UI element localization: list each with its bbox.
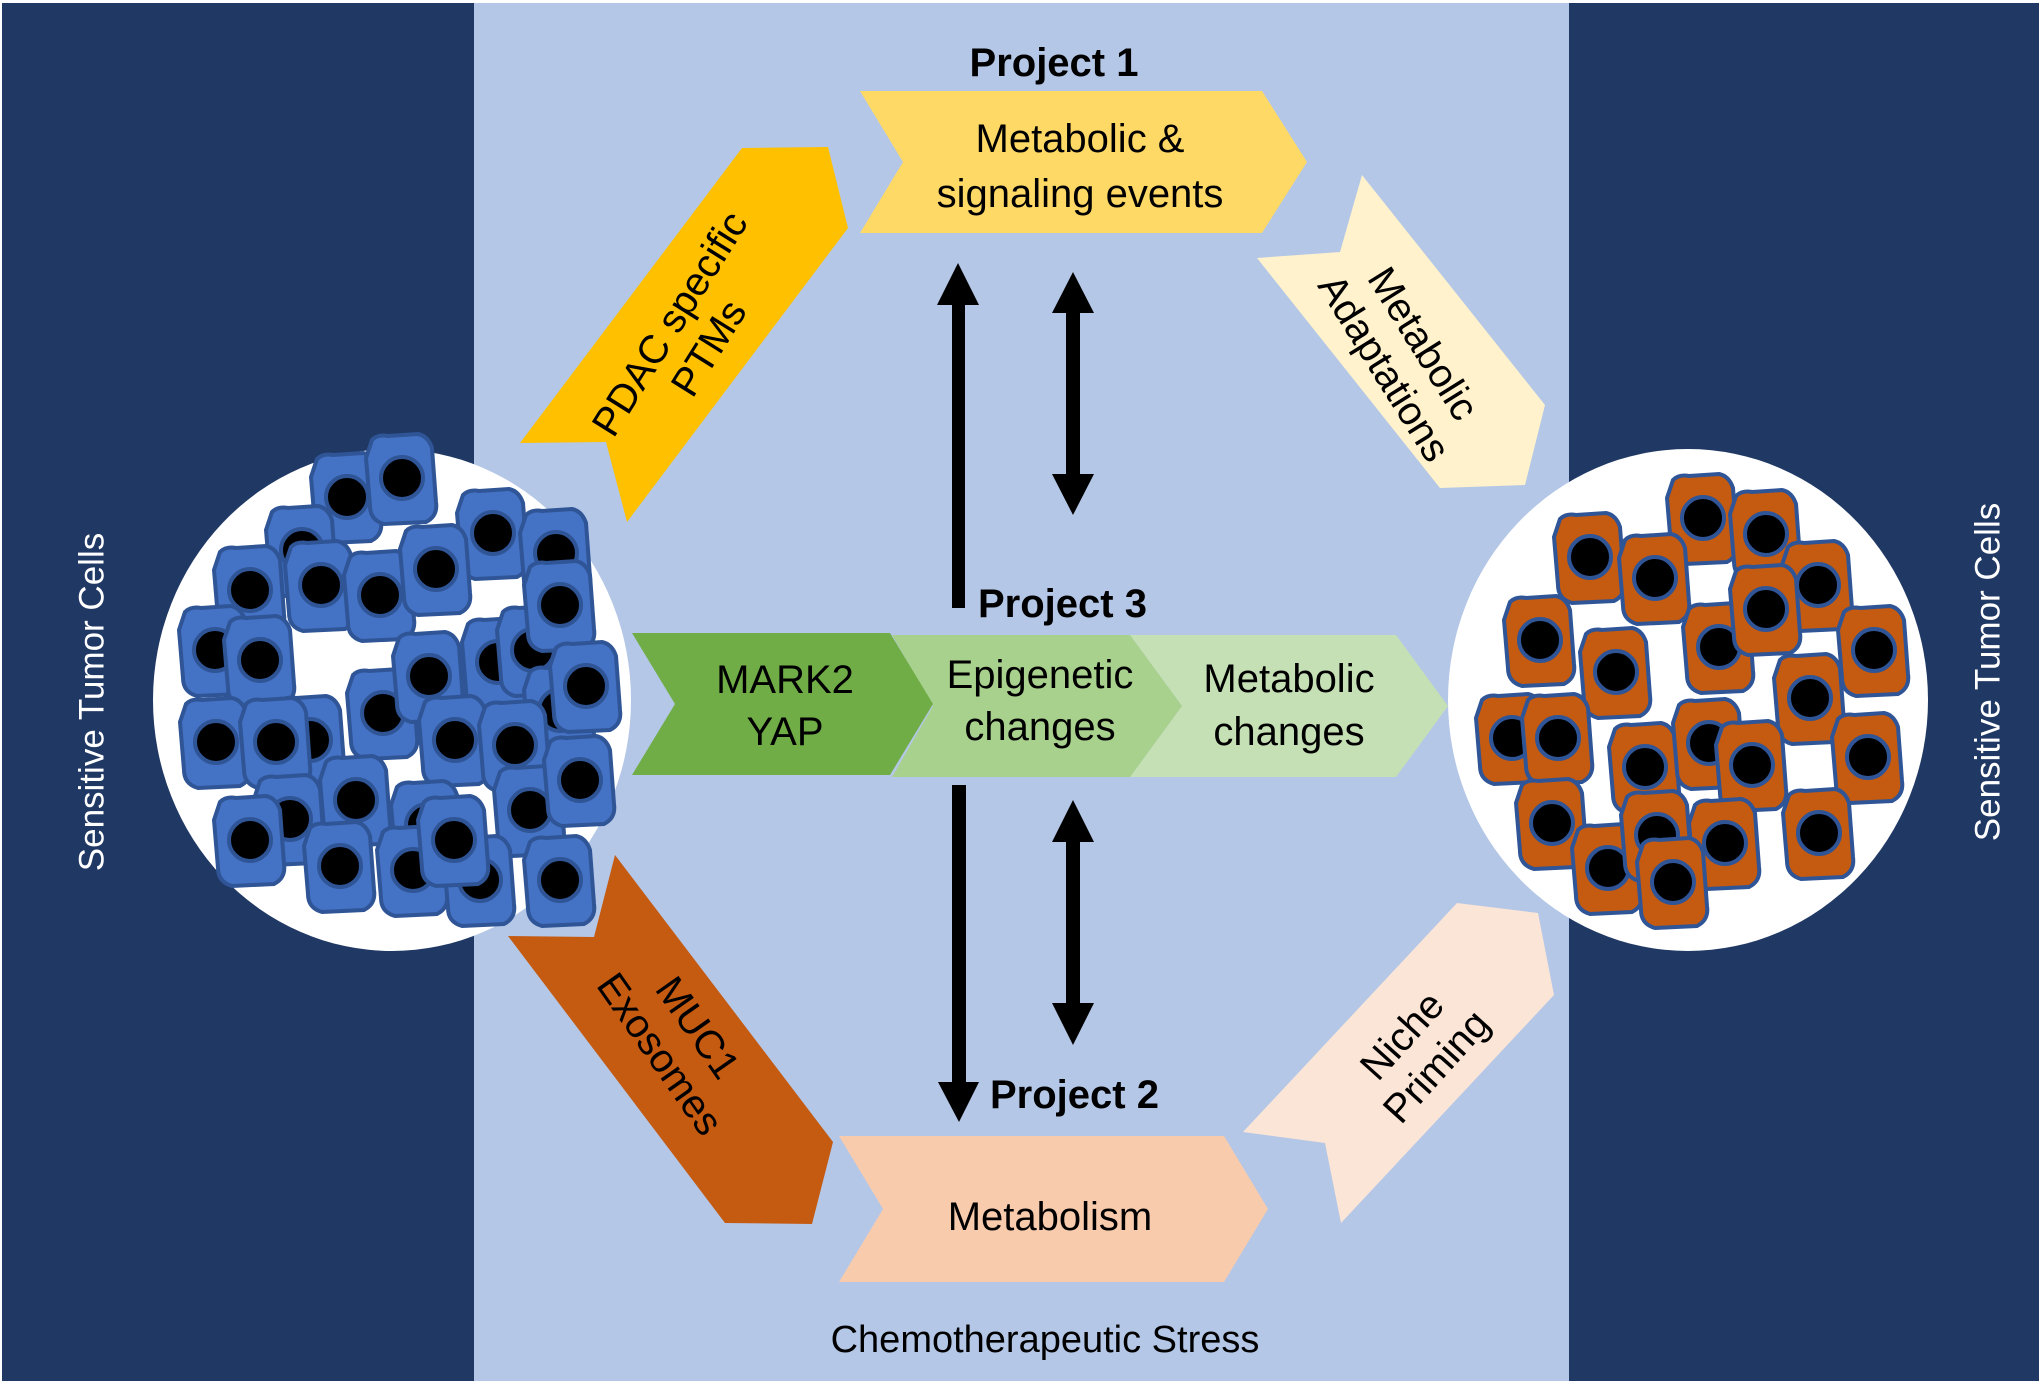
- pdac-ptms-arrow: [520, 147, 848, 522]
- sensitive-tumor-cell-icon: [363, 431, 439, 527]
- muc1-exosomes-arrow: [508, 855, 833, 1224]
- sensitive-tumor-cell-icon: [301, 819, 377, 915]
- epigenetic-chevron: [892, 635, 1182, 777]
- resistant-tumor-cell-icon: [1771, 651, 1847, 747]
- mark2-yap-chevron: [632, 633, 933, 775]
- resistant-tumor-cell-icon: [1780, 786, 1856, 882]
- left-side-label: Sensitive Tumor Cells: [72, 533, 111, 871]
- resistant-tumor-cell-icon: [1513, 776, 1589, 872]
- resistant-tumor-cell-icon: [1577, 625, 1653, 721]
- left-cell-cluster: [153, 431, 631, 951]
- mark2-line2: YAP: [746, 710, 823, 754]
- sensitive-tumor-cell-icon: [454, 486, 530, 582]
- resistant-tumor-cell-icon: [1551, 510, 1627, 606]
- right-cell-cluster: [1448, 449, 1928, 951]
- project2-title: Project 2: [990, 1073, 1159, 1117]
- project1-chevron: [860, 91, 1307, 233]
- metabolism-label: Metabolism: [948, 1195, 1153, 1239]
- sensitive-tumor-cell-icon: [282, 538, 358, 634]
- metabolic-changes-line2: changes: [1213, 710, 1364, 754]
- sensitive-tumor-cell-icon: [221, 613, 297, 709]
- resistant-tumor-cell-icon: [1835, 603, 1911, 699]
- sensitive-tumor-cell-icon: [491, 763, 567, 859]
- sensitive-tumor-cell-icon: [341, 548, 417, 644]
- resistant-tumor-cell-icon: [1664, 471, 1740, 567]
- resistant-tumor-cell-icon: [1713, 718, 1789, 814]
- project1-box-line1: Metabolic &: [976, 117, 1185, 161]
- sensitive-tumor-cell-icon: [177, 695, 253, 791]
- resistant-tumor-cell-icon: [1616, 531, 1692, 627]
- sensitive-tumor-cell-icon: [547, 639, 623, 735]
- double-arrow-icon: [1052, 272, 1094, 515]
- metabolic-changes-chevron: [1130, 635, 1448, 777]
- niche-priming-arrow: [1243, 903, 1554, 1223]
- metabolism-chevron: [839, 1136, 1268, 1282]
- project3-title: Project 3: [978, 582, 1147, 626]
- resistant-tumor-cell-icon: [1727, 562, 1803, 658]
- up-arrow-icon: [937, 263, 979, 608]
- epigenetic-line1: Epigenetic: [947, 653, 1134, 697]
- resistant-tumor-cell-icon: [1686, 796, 1762, 892]
- sensitive-tumor-cell-cluster-icon: [176, 431, 623, 929]
- project1-title: Project 1: [970, 41, 1139, 85]
- resistant-tumor-cell-icon: [1829, 710, 1905, 806]
- sensitive-tumor-cell-icon: [521, 833, 597, 929]
- epigenetic-line2: changes: [964, 705, 1115, 749]
- sensitive-tumor-cell-icon: [415, 793, 491, 889]
- metabolic-adaptations-arrow: [1257, 175, 1545, 488]
- sensitive-tumor-cell-icon: [521, 558, 597, 654]
- sensitive-tumor-cell-icon: [397, 522, 473, 618]
- metabolic-changes-line1: Metabolic: [1203, 657, 1374, 701]
- resistant-tumor-cell-icon: [1501, 593, 1577, 689]
- resistant-tumor-cell-icon: [1634, 835, 1710, 931]
- right-side-label: Sensitive Tumor Cells: [1968, 503, 2007, 841]
- sensitive-tumor-cell-icon: [211, 793, 287, 889]
- resistant-tumor-cell-cluster-icon: [1473, 471, 1911, 931]
- down-arrow-icon: [938, 785, 979, 1122]
- chemotherapeutic-stress-label: Chemotherapeutic Stress: [831, 1319, 1260, 1361]
- resistant-tumor-cell-icon: [1519, 691, 1595, 787]
- mark2-line1: MARK2: [716, 658, 854, 702]
- sensitive-tumor-cell-icon: [541, 733, 617, 829]
- double-arrow-icon: [1052, 800, 1094, 1045]
- sensitive-tumor-cell-icon: [237, 695, 313, 791]
- project1-box-line2: signaling events: [937, 172, 1224, 216]
